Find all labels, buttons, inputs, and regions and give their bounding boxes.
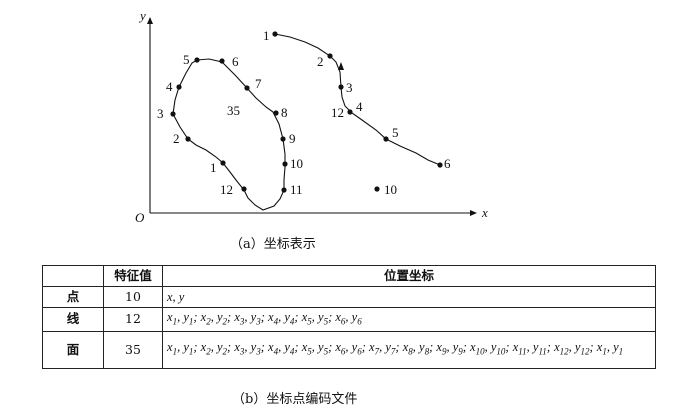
area-label-10: 10: [290, 156, 303, 171]
table-header-row: 特征值 位置坐标: [42, 265, 656, 287]
coordinate-table: 特征值 位置坐标 点 10 x, y 线 12 x1, y1; x2, y2; …: [42, 265, 656, 369]
area-polygon: [172, 58, 286, 211]
area-vertex: [194, 57, 200, 63]
area-vertices: [170, 57, 288, 193]
line-vertex: [327, 53, 333, 59]
line-vertex: [272, 31, 278, 37]
line-label-3: 3: [346, 80, 353, 95]
area-label-12: 12: [220, 182, 233, 197]
feature-coords: x, y: [162, 286, 656, 308]
feature-coords: x1, y1; x2, y2; x3, y3; x4, y4; x5, y5; …: [162, 307, 656, 332]
feature-coords: x1, y1; x2, y2; x3, y3; x4, y4; x5, y5; …: [162, 330, 656, 369]
table-header-cell: [42, 265, 104, 287]
table-row: 线 12 x1, y1; x2, y2; x3, y3; x4, y4; x5,…: [42, 307, 656, 332]
feature-name: 点: [42, 286, 104, 308]
line-vertex: [347, 109, 353, 115]
standalone-point: [374, 186, 380, 192]
area-vertex: [244, 85, 250, 91]
caption-a: （a）坐标表示: [230, 237, 316, 252]
area-label-1: 1: [210, 160, 217, 175]
feature-name: 线: [42, 307, 104, 332]
line-vertex: [338, 84, 344, 90]
area-vertex: [280, 136, 286, 142]
area-label-6: 6: [232, 54, 239, 69]
line-vertex: [437, 162, 443, 168]
table-row: 面 35 x1, y1; x2, y2; x3, y3; x4, y4; x5,…: [42, 330, 656, 369]
feature-value: 10: [103, 286, 163, 308]
area-label-5: 5: [183, 52, 190, 67]
area-label-2: 2: [173, 131, 180, 146]
origin-label: O: [135, 210, 145, 225]
area-label-4: 4: [166, 79, 173, 94]
line-vertices: [272, 31, 443, 168]
line-label-4: 4: [356, 99, 363, 114]
line-label-1: 1: [263, 28, 270, 43]
table-header-cell: 特征值: [103, 265, 163, 287]
line-vertex: [383, 136, 389, 142]
line-label-6: 6: [444, 156, 451, 171]
area-label-7: 7: [255, 76, 262, 91]
caption-b: （b）坐标点编码文件: [232, 392, 358, 407]
y-axis-label: y: [138, 8, 146, 23]
area-label-3: 3: [157, 106, 164, 121]
area-code-label: 35: [227, 103, 240, 118]
area-label-9: 9: [289, 131, 296, 146]
coordinate-diagram: y x O 5 6 7 8 9 10 11 12 1 2 3 4: [135, 8, 488, 225]
table-row: 点 10 x, y: [42, 286, 656, 308]
area-vertex: [281, 187, 287, 193]
area-label-8: 8: [281, 105, 288, 120]
area-vertex: [176, 84, 182, 90]
x-axis-label: x: [481, 205, 488, 220]
area-label-11: 11: [290, 182, 303, 197]
line-label-12: 12: [331, 105, 344, 120]
area-vertex: [273, 110, 279, 116]
area-vertex: [185, 136, 191, 142]
line-direction-arrow-icon: [338, 62, 344, 70]
feature-value: 12: [103, 307, 163, 332]
area-vertex: [220, 160, 226, 166]
line-path: [274, 33, 441, 166]
line-label-5: 5: [392, 125, 399, 140]
area-vertex: [241, 186, 247, 192]
table-header-cell: 位置坐标: [162, 265, 656, 287]
line-label-2: 2: [317, 54, 324, 69]
feature-value: 35: [103, 330, 163, 369]
area-vertex: [219, 58, 225, 64]
point-label: 10: [384, 182, 397, 197]
area-vertex: [282, 161, 288, 167]
feature-name: 面: [42, 330, 104, 369]
area-vertex: [170, 111, 176, 117]
